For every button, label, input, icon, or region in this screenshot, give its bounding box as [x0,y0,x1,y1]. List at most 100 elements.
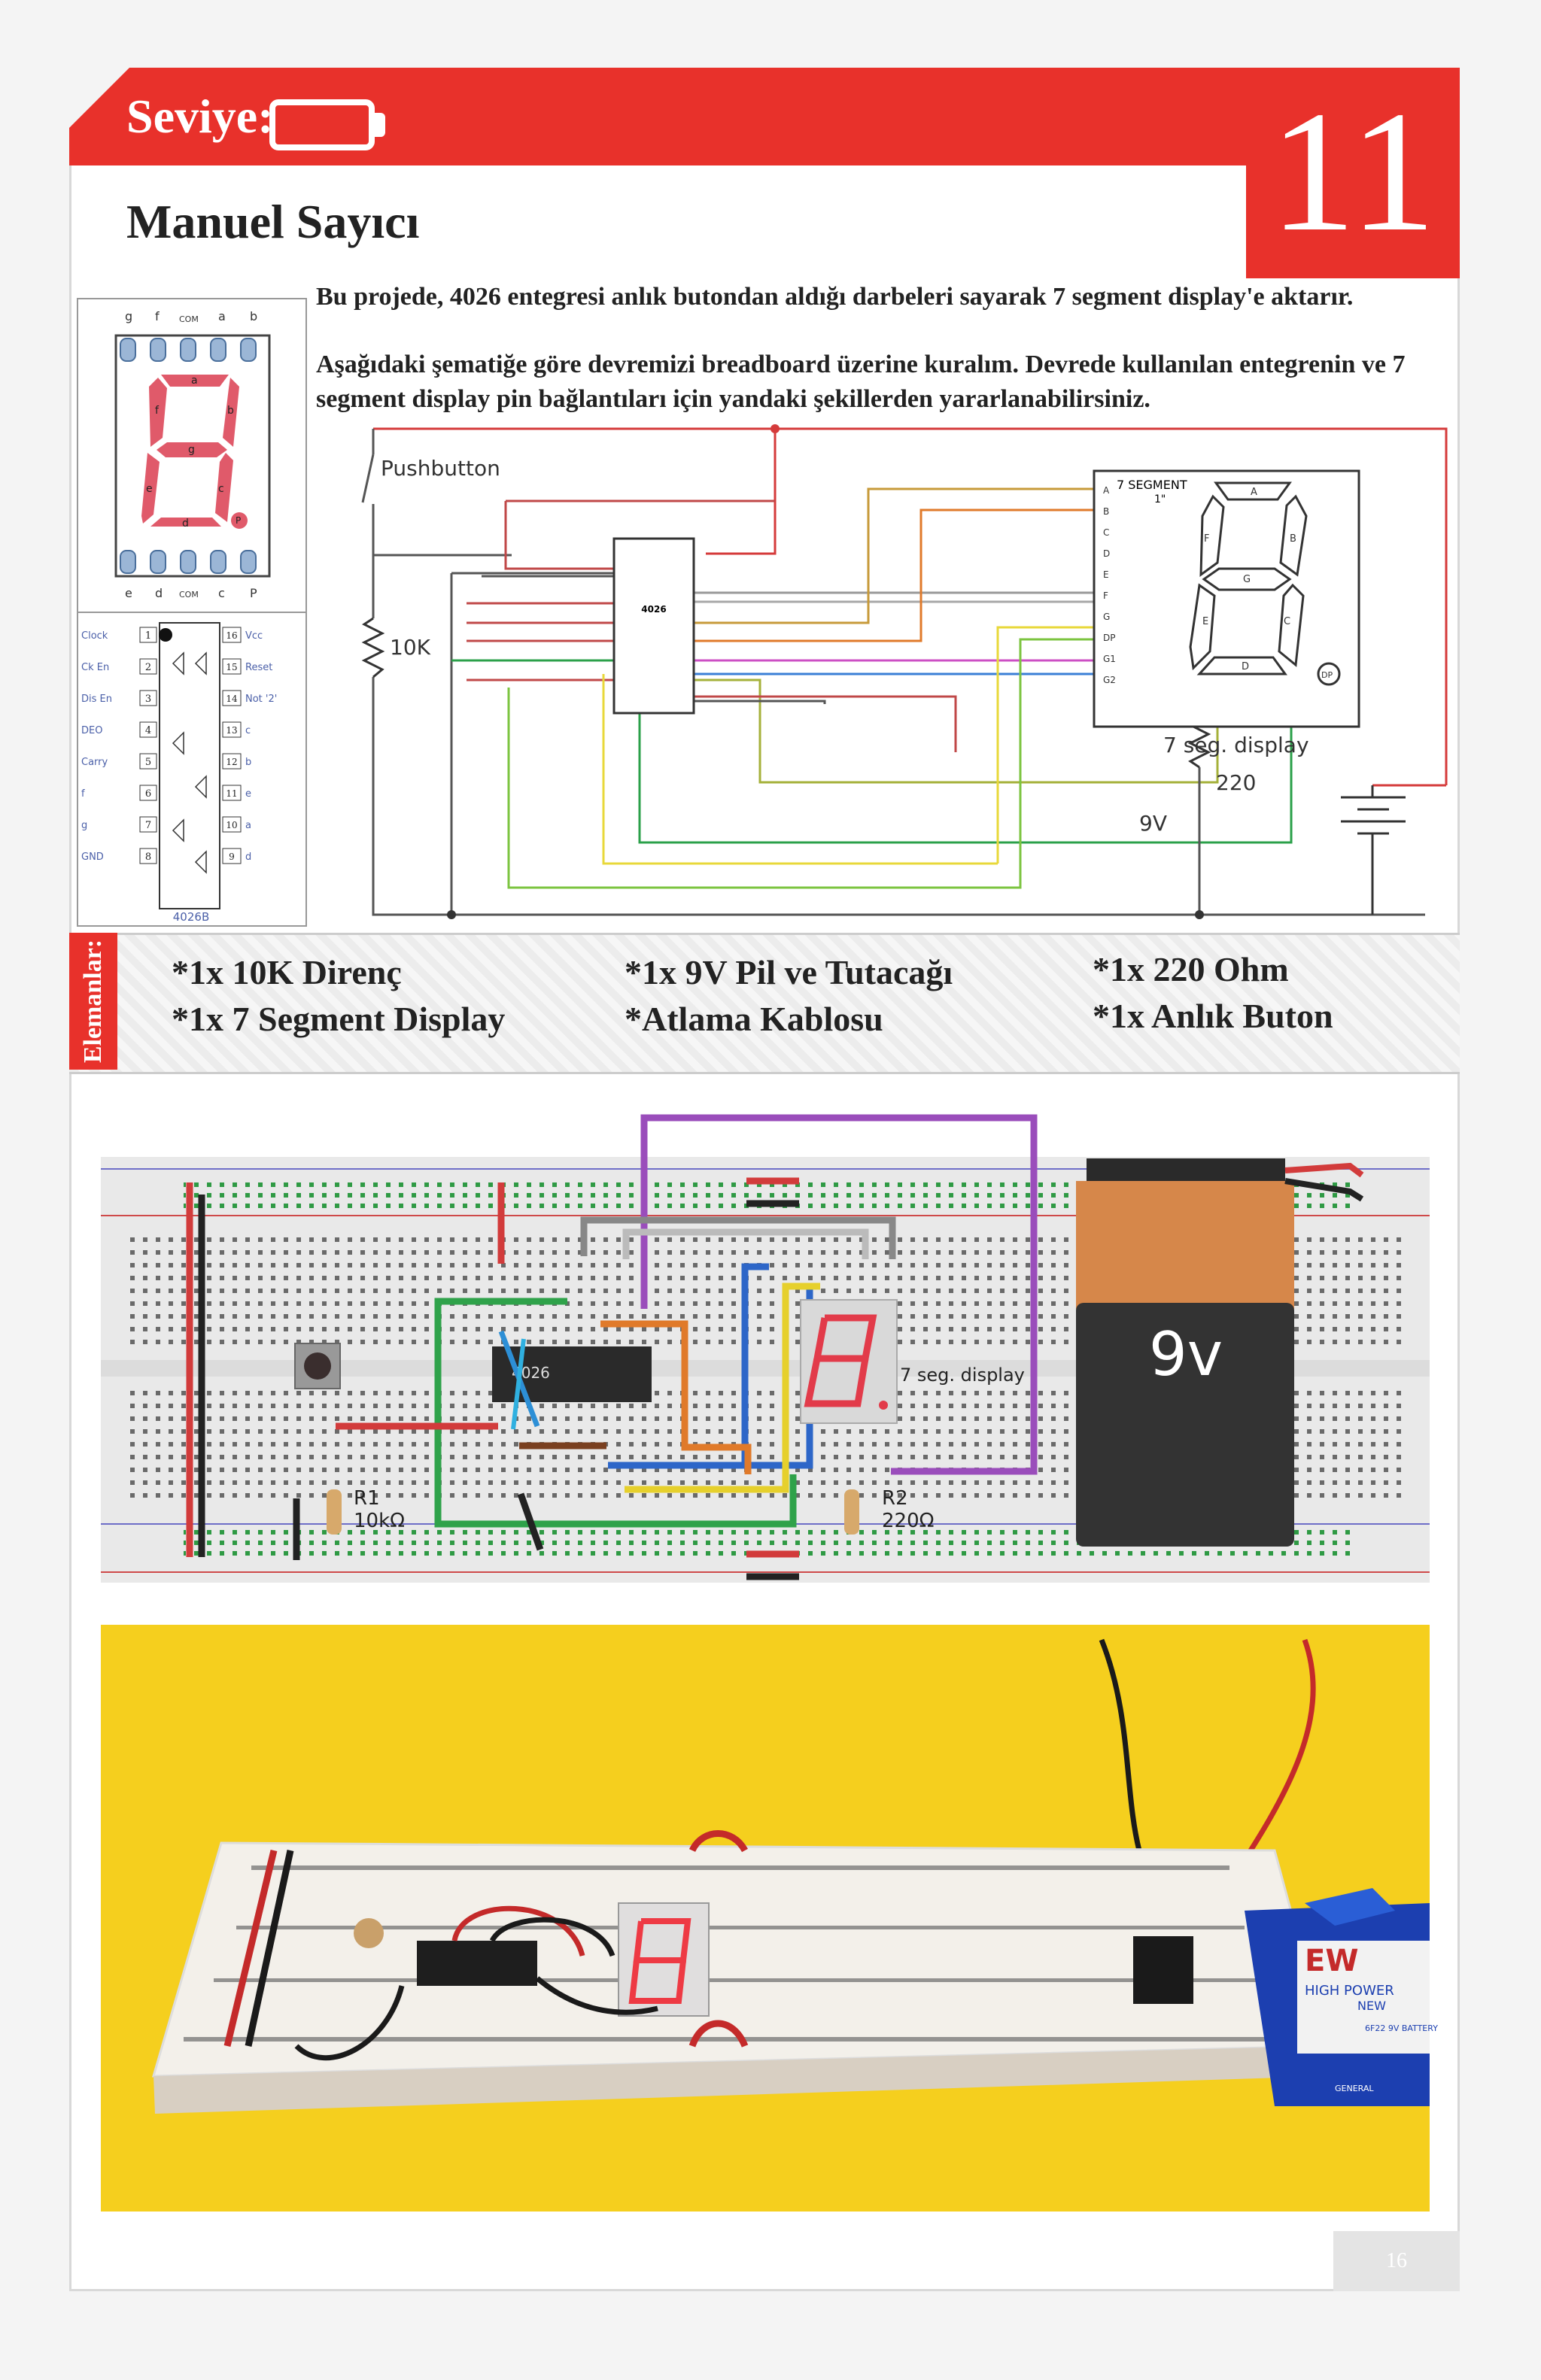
seg-E: E [1202,616,1208,627]
schematic-display [1093,469,1360,728]
ic-pin-number: 11 [226,788,237,799]
battery-text: 9v [1149,1319,1223,1389]
seg-DP: DP [1321,670,1333,680]
seg-F: F [1204,533,1209,545]
photo-button [1133,1936,1193,2004]
breadboard-svg: 4026 R1 10kΩ R2 220Ω 7 seg. display 9v [101,1114,1430,1583]
battery-tip [375,113,385,137]
schematic-ic [612,537,695,715]
display-pin-label: D [1103,548,1110,559]
ic-pin-number: 6 [145,788,151,800]
display-pin-label: G1 [1103,654,1116,664]
part-item: *1x 7 Segment Display [172,1000,506,1038]
seg-C: C [1284,616,1290,627]
ic-pin-number: 2 [145,662,151,673]
ic-pin-box [139,721,157,738]
ic-pin-number: 15 [226,662,237,672]
ic-pin-number: 1 [145,630,151,642]
segment-label: b [227,405,234,417]
part-item: *1x 9V Pil ve Tutacağı [625,953,953,991]
ic-pin-name: b [245,757,251,768]
r2-label: 220 [1216,770,1256,795]
ic-pin-name: GND [81,852,104,863]
r1-label: R1 [354,1487,380,1510]
ic-pin-name: Ck En [81,662,109,673]
pin-label: d [155,586,163,600]
ic-pin-name: e [245,788,251,800]
ic-label: 4026 [641,604,666,615]
segment-label: a [191,375,198,387]
ic-pin-number: 7 [145,820,151,831]
segment-label: d [182,518,189,530]
ic-name: 4026B [173,910,209,924]
battery-level-icon [269,99,375,150]
part-item: *1x 220 Ohm [1093,950,1289,988]
segment-label: f [155,405,160,417]
ic-pin-box [139,658,157,675]
intro-paragraph-1: Bu projede, 4026 entegresi anlık butonda… [316,283,1354,311]
ic-pin-box [222,785,242,801]
page-number: 16 [1333,2231,1460,2291]
parts-section [69,933,1460,1074]
battery-sub: NEW [1357,1999,1386,2013]
pin-label: COM [179,314,199,324]
ic-pin-number: 3 [145,694,151,705]
ic-pin-name: g [81,820,87,831]
photo-battery: EW HIGH POWER NEW 6F22 9V BATTERY GENERA… [1245,1888,1438,2106]
pin-label: a [218,309,226,323]
display-pin-label: G2 [1103,675,1116,685]
segment-label: e [146,483,153,495]
parts-tab: Elemanlar: [69,933,117,1070]
ic-pin-name: c [245,725,251,736]
pinout-diagram: g f COM a b a b c d [77,298,307,927]
seg-G: G [1243,574,1251,585]
display-sub: 1" [1154,493,1166,505]
ic-pin-box [139,690,157,706]
ic-pin-box [139,785,157,801]
ic-pin-number: 14 [226,694,238,704]
ic-pin-name: f [81,788,85,800]
page-title: Manuel Sayıcı [126,195,420,248]
ic-pin-box [222,658,242,675]
battery-model: 6F22 9V BATTERY [1365,2023,1438,2033]
intro-text: Bu projede, 4026 entegresi anlık butonda… [316,280,1460,450]
display-pin-label: F [1103,590,1108,601]
photo-svg: EW HIGH POWER NEW 6F22 9V BATTERY GENERA… [151,1638,1438,2114]
pinout-svg: g f COM a b a b c d [78,309,305,924]
ic-pin-box [222,848,242,864]
display-pin-label: DP [1103,633,1115,643]
ic-pin-box [139,848,157,864]
r2-value: 220Ω [882,1510,935,1532]
battery-label: 9V [1139,811,1167,836]
segment-label: g [188,444,195,456]
display-pin-label: G [1103,612,1110,622]
pin-label: P [250,586,257,600]
battery-text: HIGH POWER [1305,1983,1394,1999]
seg-B: B [1290,533,1296,545]
ic-pin-name: Not '2' [245,694,277,705]
ic-pin-box [222,816,242,833]
part-item: *Atlama Kablosu [625,1000,883,1038]
display-title: 7 SEGMENT [1117,478,1187,492]
display-pin-label: C [1103,527,1109,538]
parts-tab-label: Elemanlar: [79,939,107,1064]
display-pin-label: E [1103,569,1109,580]
segment-label: P [236,515,241,526]
battery-top [1076,1181,1294,1309]
ic-pin-name: Vcc [245,630,263,642]
seg-A: A [1251,487,1257,498]
photo-ic [417,1941,537,1986]
resistor-r1 [327,1489,342,1535]
pin-label: c [218,586,225,600]
pin-label: g [125,309,132,323]
ic-body [159,622,220,909]
segment-digit [141,375,248,529]
ic-pin-name: Clock [81,630,108,642]
resistor-r2 [844,1489,859,1535]
circuit-photo: EW HIGH POWER NEW 6F22 9V BATTERY GENERA… [101,1625,1438,2212]
ic-pin-box [222,690,242,706]
ic-pin-name: Carry [81,757,108,768]
ic-pin-name: d [245,852,251,863]
